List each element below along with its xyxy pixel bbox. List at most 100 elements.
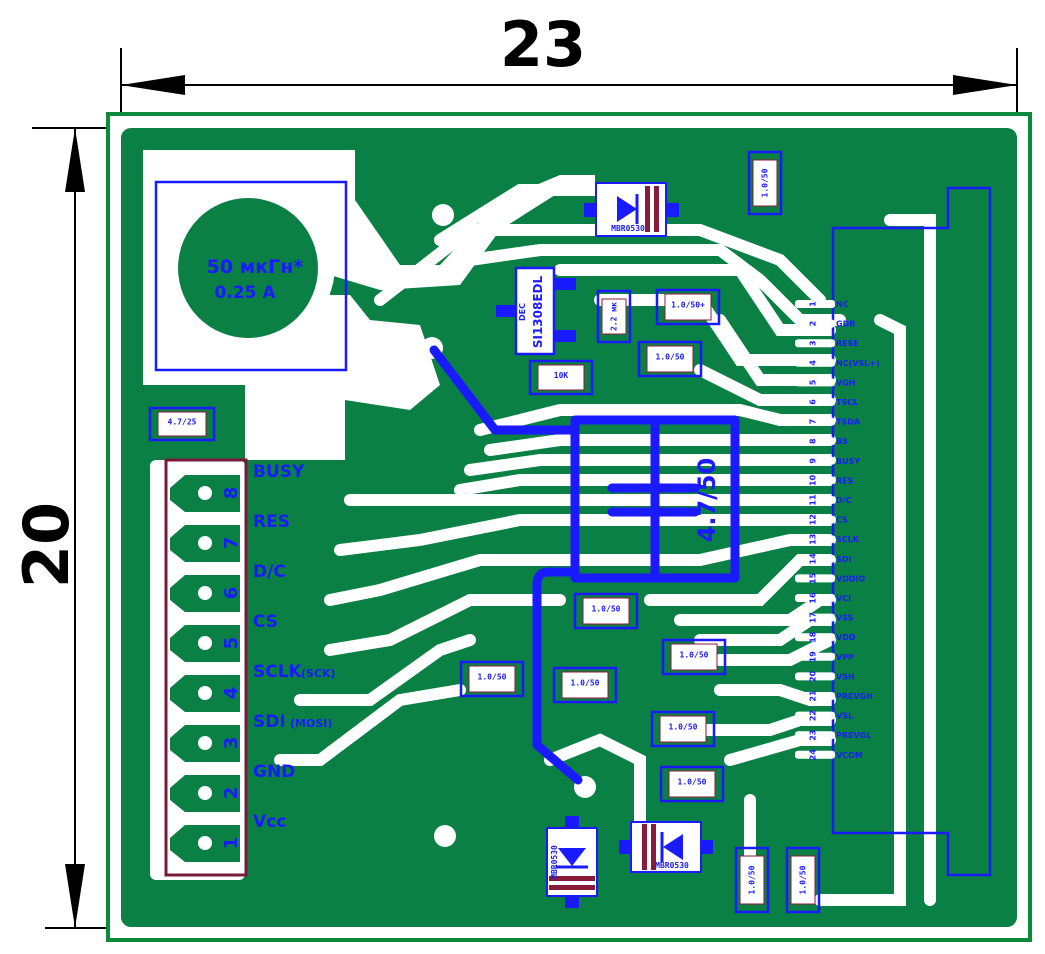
fpc-pin-label: VSH [836,672,855,681]
fpc-pin-number: 18 [809,631,818,643]
fpc-pin-label: VCOM [836,751,863,760]
fpc-pin-label: VDD [836,633,856,642]
cap-6: 1.0/50 [659,765,725,803]
fpc-pin-labels: NCGDRRESENC(VSL+)VGHTSCLTSDABSBUSYRESD/C… [836,300,880,760]
fpc-pin-number: 7 [809,419,818,425]
components: 1.0/50 1.0/50+ 1.0/50 4.7/25 10K 2.2 мк 1.0/50… [148,150,821,914]
connector-pin-label: Vcc [253,812,286,832]
connector-pin-label: BUSY [253,462,305,482]
fpc-pin-label: TSDA [836,418,861,427]
fpc-pin-label: SDI [836,555,851,564]
cap-2-label: 1.0/50 [680,651,709,660]
width-label: 23 [500,8,586,81]
fpc-pin-number: 24 [809,749,818,761]
connector-outline [164,458,248,877]
fpc-pad [795,594,835,602]
cap-2-2: 2.2 мк [596,289,632,344]
connector-pin-label: SDI [253,712,286,732]
connector-pin-number: 5 [221,637,242,650]
connector-pin-label: RES [253,512,290,532]
fpc-pin-label: PREVGL [836,731,871,740]
fpc-pin-number: 1 [809,301,818,307]
connector-pin-number: 4 [221,687,242,700]
cap-2-2-label: 2.2 мк [610,302,619,331]
fpc-pin-number: 5 [809,379,818,385]
fpc-pin-label: VSL [836,712,853,721]
fpc-pin-number: 10 [809,474,818,486]
diode-bl-label: MBR0530 [550,845,559,879]
connector-pin-number: 8 [221,487,242,500]
cap-left: 4.7/25 [148,406,216,442]
cap-mid-a: 1.0/50+ [655,288,721,326]
inductor-core [178,198,318,338]
fpc-pad [795,633,835,642]
cap-top-right: 1.0/50 [747,150,783,216]
fpc-pin-number: 13 [809,534,818,545]
cap-5: 1.0/50 [650,710,716,748]
mosfet-pin-label: DEC [518,303,527,321]
fpc-pin-label: BUSY [836,457,860,466]
inductor-value: 50 мкГн* [207,256,304,278]
fpc-pin-number: 4 [809,360,818,366]
fpc-pin-label: CS [836,516,848,525]
fpc-pin-label: VDDIO [836,574,865,583]
fpc-pin-label: VPP [836,653,854,662]
fpc-pad [795,672,835,681]
fpc-connector [831,186,992,877]
fpc-pad [795,692,835,700]
fpc-pin-label: NC [836,300,849,309]
fpc-pads [795,300,835,759]
cap-4-label: 1.0/50 [571,679,600,688]
cap-mid-b: 1.0/50 [637,340,703,378]
cap-3: 1.0/50 [459,660,525,698]
fpc-pin-label: RESE [836,339,859,348]
fpc-pad [795,398,835,406]
connector-pin-label: GND [253,762,295,782]
fpc-pin-number: 12 [809,514,818,525]
fpc-pin-label: RES [836,476,854,485]
fpc-pad [795,437,835,446]
fpc-pin-number: 6 [809,399,818,405]
resistor-10k-label: 10K [554,371,569,380]
cap-bottom-2-label: 1.0/50 [799,865,808,894]
fpc-pin-label: VSS [836,614,854,623]
fpc-pin-label: D/C [836,496,852,505]
fpc-pad [795,358,835,367]
fpc-pin-number: 11 [809,494,818,506]
fpc-pad [795,417,835,426]
connector-pin-number: 7 [221,537,242,550]
fpc-pad [795,456,835,465]
cap-1-label: 1.0/50 [592,605,621,614]
fpc-pin-number: 19 [809,651,818,663]
connector-labels: 8BUSY7RES6D/C5CS4SCLK(SCK)3SDI(MOSI)2GND… [221,462,336,849]
mosfet-label: SI1308EDL [531,275,545,348]
connector-pin-note: (SCK) [301,667,336,680]
cap-bottom-1: 1.0/50 [734,846,770,914]
inductor-outline [154,180,348,372]
cap-top-right-label: 1.0/50 [761,168,770,197]
connector-pin-label: D/C [253,562,286,582]
fpc-pin-number: 23 [809,730,818,741]
fpc-pad [795,496,835,504]
fpc-pad [795,378,835,387]
diode-br-label: MBR0530 [655,861,689,870]
fpc-pin-number: 15 [809,572,818,584]
fpc-pin-label: BS [836,437,848,446]
connector-pin-number: 2 [221,787,242,800]
fpc-pin-number: 17 [809,612,818,623]
big-cap-label: 4.7/50 [693,458,721,543]
fpc-pin-label: NC(VSL+) [836,359,880,368]
diode-top-label: MBR0530 [611,224,645,233]
fpc-pin-number: 21 [809,690,818,702]
cap-mid-a-label: 1.0/50+ [671,301,705,310]
resistor-10k: 10K [528,359,594,396]
inductor-current: 0.25 А [214,283,276,303]
cap-bottom-2: 1.0/50 [785,846,821,914]
connector-pin-number: 3 [221,737,242,750]
cap-left-label: 4.7/25 [168,418,197,427]
connector-pad-clearance [150,460,245,880]
mosfet: SI1308EDL DEC [496,266,576,356]
diode-top: MBR0530 [584,182,679,237]
fpc-pin-number: 20 [809,670,818,682]
